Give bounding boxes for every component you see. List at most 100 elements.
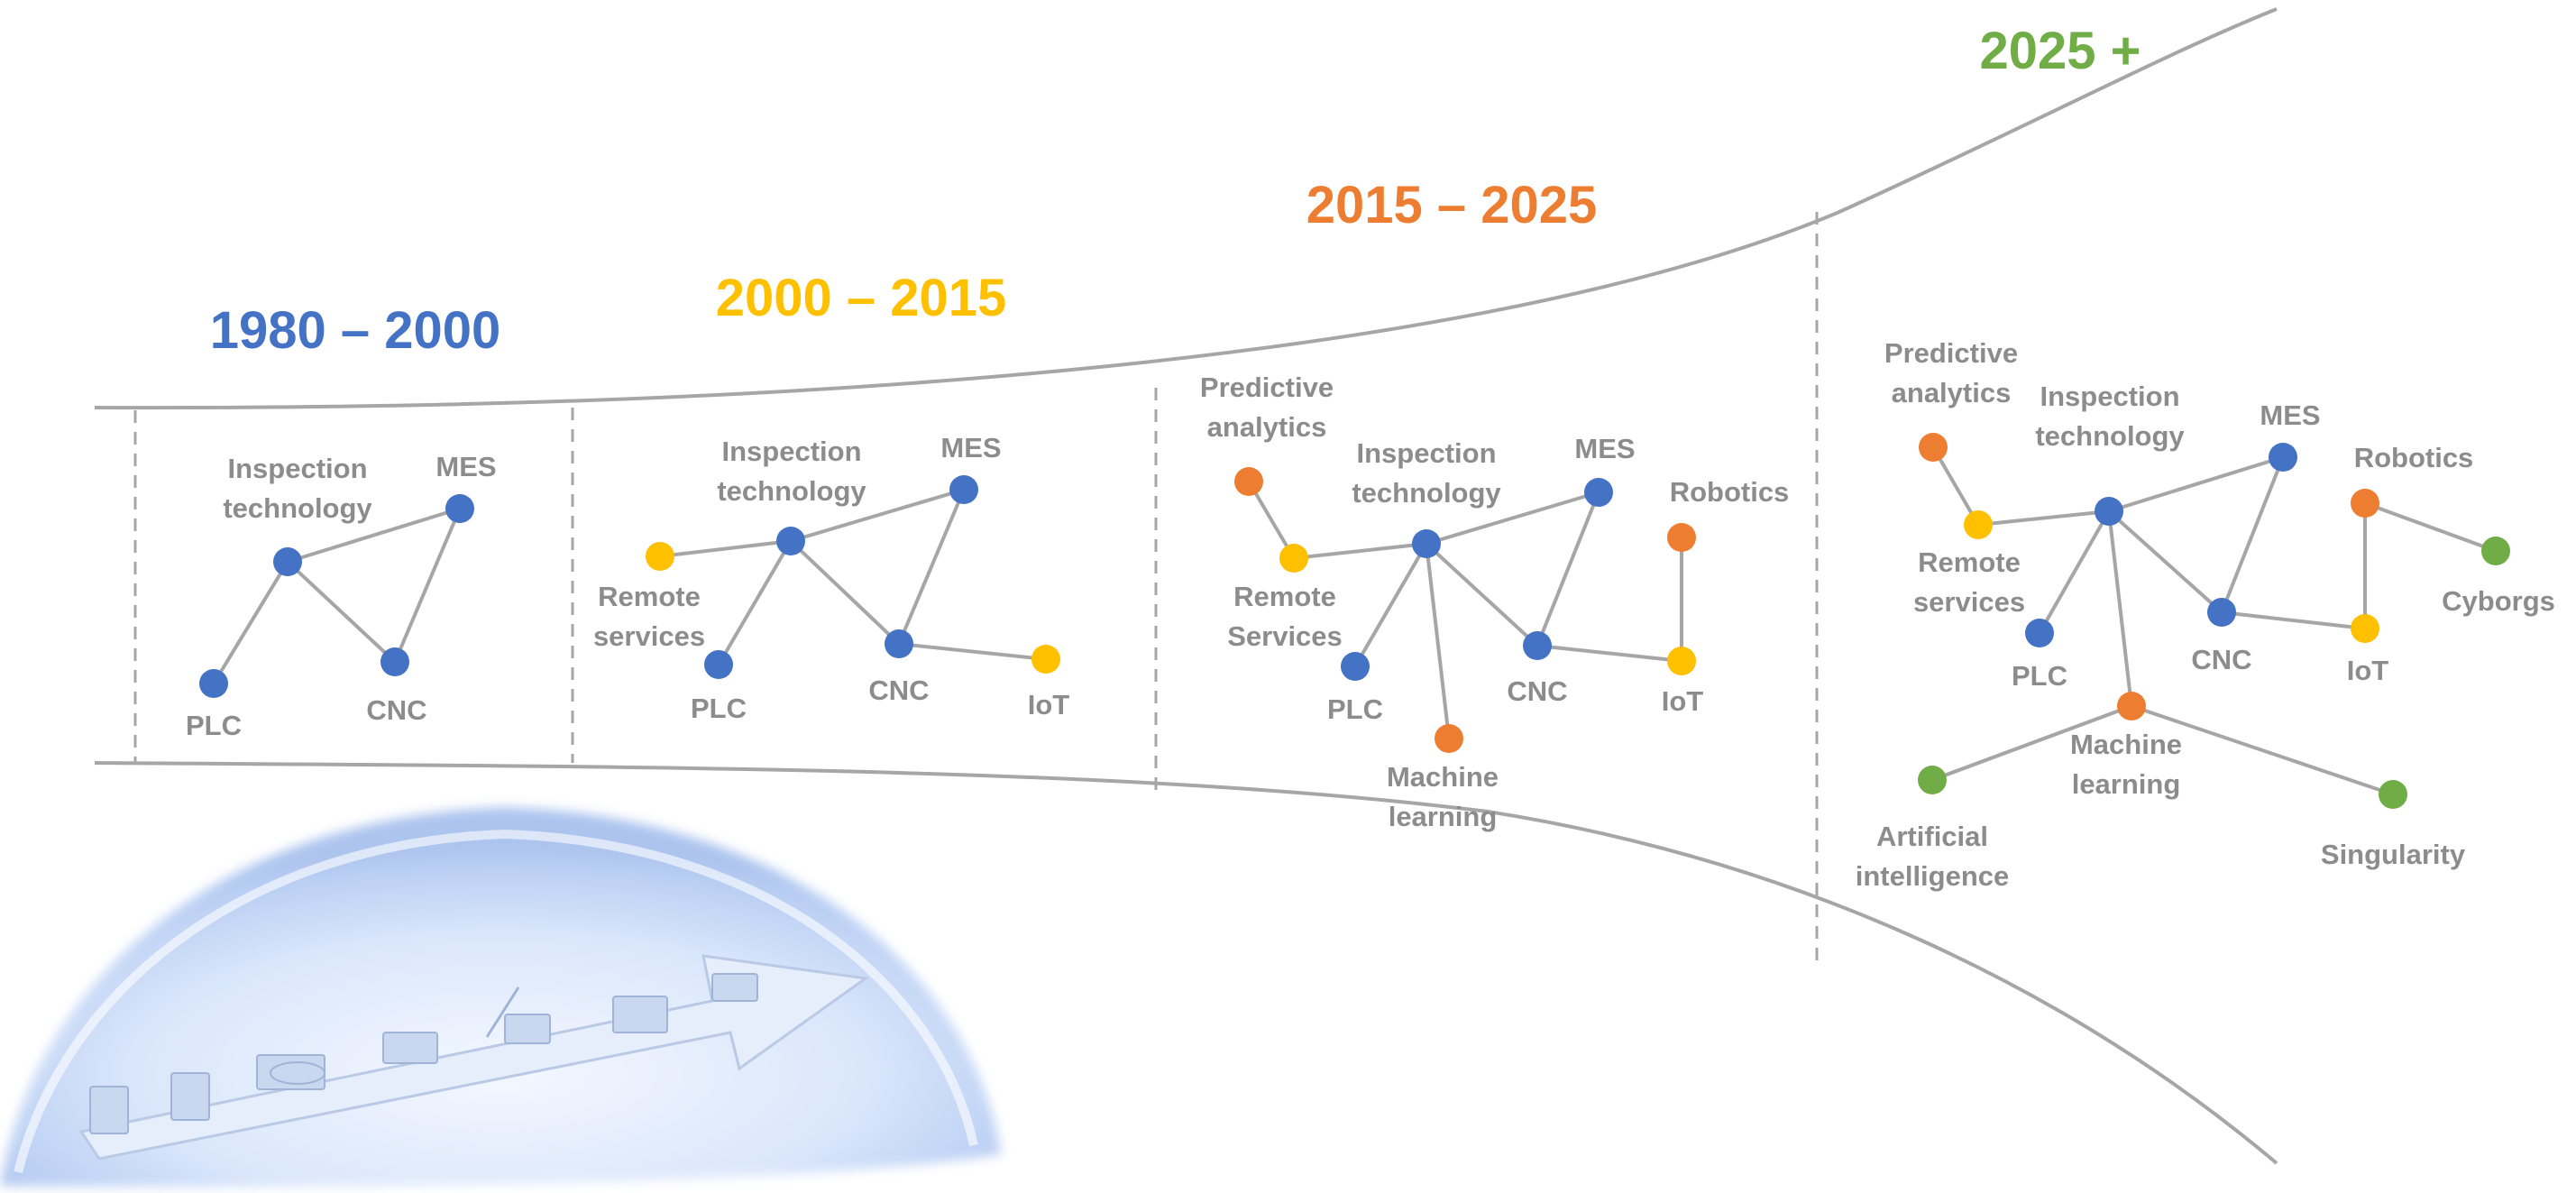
node-cnc bbox=[380, 647, 409, 676]
label-cnc: CNC bbox=[868, 675, 929, 706]
node-cnc bbox=[885, 629, 913, 658]
factory-dome-illustration bbox=[0, 807, 1001, 1188]
node-inspection-technology bbox=[1412, 529, 1441, 558]
label-mes: MES bbox=[940, 432, 1001, 463]
era-dividers bbox=[133, 212, 1819, 960]
node-remote-services bbox=[1964, 510, 1993, 539]
label-singularity: Singularity bbox=[2321, 839, 2466, 870]
label-iot: IoT bbox=[1028, 689, 1070, 720]
funnel-outline bbox=[94, 7, 2278, 1165]
label-mes: MES bbox=[435, 451, 496, 482]
label-cnc: CNC bbox=[1507, 675, 1567, 707]
node-inspection-technology bbox=[776, 527, 805, 555]
era-title-2015-2025: 2015 – 2025 bbox=[1306, 176, 1598, 234]
edge-insp-cnc bbox=[789, 539, 901, 646]
label-plc: PLC bbox=[691, 693, 747, 724]
edge-remote-insp bbox=[659, 539, 792, 558]
edge-mes-cnc bbox=[2220, 456, 2285, 613]
node-inspection-technology bbox=[273, 547, 302, 576]
edge-insp-cnc bbox=[1425, 542, 1539, 647]
era-title-2000-2015: 2000 – 2015 bbox=[716, 269, 1007, 327]
node-machine-learning bbox=[1435, 724, 1463, 753]
node-machine-learning bbox=[2117, 692, 2146, 720]
edge-insp-plc bbox=[717, 539, 793, 666]
edge-mes-cnc bbox=[897, 489, 966, 645]
node-singularity bbox=[2379, 780, 2407, 809]
node-mes bbox=[445, 494, 474, 523]
label-plc: PLC bbox=[1327, 693, 1383, 725]
label-cnc: CNC bbox=[366, 694, 426, 726]
node-plc bbox=[1341, 652, 1370, 681]
label-iot: IoT bbox=[1662, 685, 1704, 717]
edge-insp-cnc bbox=[2107, 509, 2223, 614]
node-iot bbox=[2351, 614, 2379, 643]
node-mes bbox=[2269, 443, 2297, 472]
node-cnc bbox=[2207, 598, 2236, 627]
node-robotics bbox=[1667, 523, 1696, 552]
label-mes: MES bbox=[1574, 433, 1635, 464]
node-robotics bbox=[2351, 489, 2379, 518]
edge-mes-cnc bbox=[393, 508, 462, 663]
edge-insp-plc bbox=[2038, 510, 2111, 634]
label-cnc: CNC bbox=[2191, 644, 2251, 675]
edge-rob-cyb bbox=[2364, 501, 2497, 553]
label-plc: PLC bbox=[2012, 660, 2067, 692]
node-predictive-analytics bbox=[1919, 433, 1948, 462]
edge-remote-insp bbox=[1977, 509, 2110, 527]
edge-insp-mes bbox=[2108, 455, 2284, 513]
node-artificial-intelligence bbox=[1918, 766, 1947, 794]
funnel-top-curve bbox=[94, 7, 2278, 410]
edge-insp-mes bbox=[287, 507, 461, 564]
node-plc bbox=[2025, 619, 2054, 647]
label-cyborgs: Cyborgs bbox=[2442, 585, 2555, 617]
edge-cnc-iot bbox=[2221, 610, 2366, 630]
edge-mes-cnc bbox=[1536, 491, 1600, 647]
node-plc bbox=[199, 669, 228, 698]
label-plc: PLC bbox=[186, 710, 242, 741]
edge-pred-remote bbox=[1247, 480, 1296, 560]
edge-cnc-iot bbox=[1536, 644, 1682, 663]
edge-cnc-iot bbox=[898, 642, 1047, 661]
funnel-bottom-curve bbox=[94, 761, 2278, 1165]
label-iot: IoT bbox=[2347, 655, 2389, 686]
node-inspection-technology bbox=[2095, 497, 2123, 526]
node-iot bbox=[1031, 645, 1060, 674]
edge-remote-insp bbox=[1293, 542, 1427, 560]
edge-insp-plc bbox=[212, 560, 289, 685]
era-title-1980-2000: 1980 – 2000 bbox=[210, 301, 501, 360]
era-title-2025-plus: 2025 + bbox=[1979, 22, 2141, 80]
node-remote-services bbox=[646, 542, 674, 571]
label-robotics: Robotics bbox=[2354, 442, 2474, 473]
edge-insp-plc bbox=[1353, 542, 1428, 668]
node-cnc bbox=[1523, 631, 1552, 660]
node-predictive-analytics bbox=[1234, 467, 1263, 496]
node-mes bbox=[1584, 478, 1613, 507]
edge-insp-ml bbox=[2107, 510, 2133, 707]
label-robotics: Robotics bbox=[1670, 476, 1790, 508]
node-cyborgs bbox=[2481, 537, 2510, 565]
edge-ml-sing bbox=[2131, 704, 2394, 796]
edge-insp-mes bbox=[1426, 491, 1600, 546]
label-mes: MES bbox=[2260, 399, 2320, 431]
edge-pred-remote bbox=[1931, 445, 1980, 527]
node-iot bbox=[1667, 647, 1696, 675]
edge-insp-ml bbox=[1425, 543, 1451, 739]
edge-ml-ai bbox=[1931, 704, 2132, 782]
